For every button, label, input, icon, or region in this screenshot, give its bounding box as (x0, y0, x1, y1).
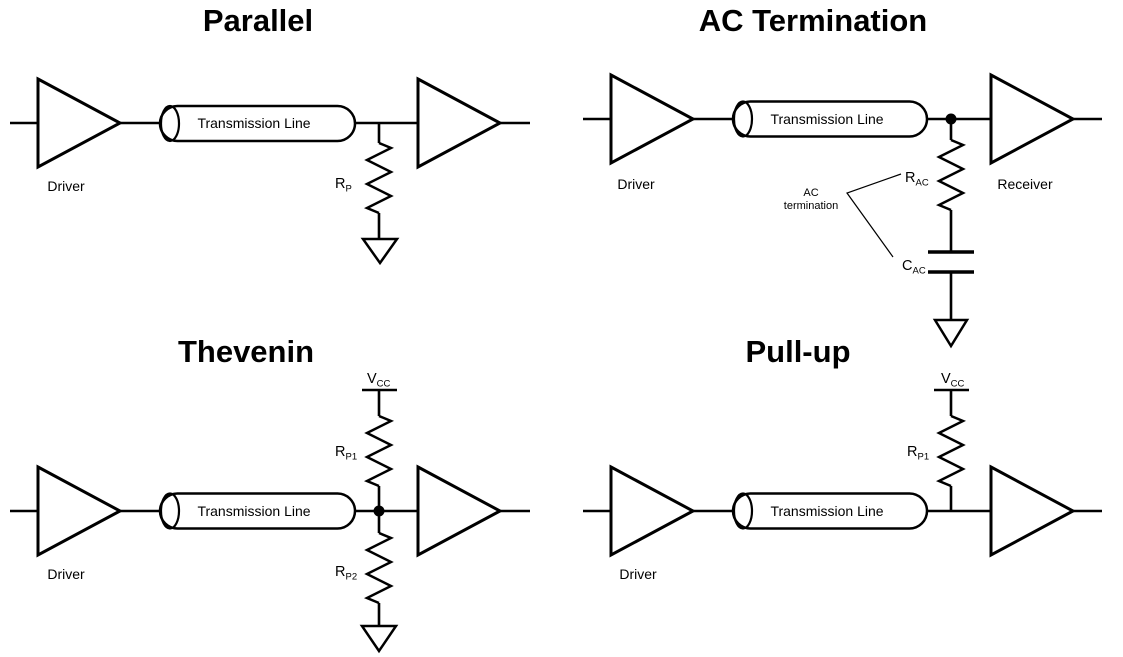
ac-termination-diagram: AC Termination Transmission Line RAC CAC… (583, 3, 1102, 349)
resistor-rp2 (363, 531, 395, 605)
driver-label: Driver (619, 566, 657, 582)
transmission-line-end-cap-icon (732, 492, 754, 530)
driver-buffer-icon (609, 72, 697, 166)
wire (583, 390, 1102, 513)
parallel-diagram: Parallel Transmission Line RP Driver (10, 3, 530, 266)
ac-termination-note-line2: termination (784, 200, 838, 212)
pullup-diagram: Pull-up Transmission Line VCC RP1 Driver (583, 334, 1102, 582)
cac-capacitor-label: CAC (902, 258, 926, 277)
wire (10, 390, 530, 626)
driver-buffer-icon (36, 464, 124, 558)
rp1-resistor-label: RP1 (335, 444, 357, 463)
transmission-line-end-cap-icon (732, 100, 754, 138)
receiver-buffer-icon (416, 464, 504, 558)
transmission-line-end-cap-icon (159, 492, 181, 530)
rp2-resistor-label: RP2 (335, 564, 357, 583)
capacitor-cac-icon (928, 250, 974, 274)
annotation-pointer-lines (846, 173, 902, 258)
rp1-resistor-label: RP1 (907, 444, 929, 463)
wire (10, 121, 530, 239)
junction-dot (945, 113, 957, 125)
driver-buffer-icon (609, 464, 697, 558)
ac-termination-title: AC Termination (699, 3, 928, 38)
vcc-supply-label: VCC (367, 371, 391, 390)
ac-termination-note-line1: AC (803, 187, 818, 199)
receiver-buffer-icon (989, 464, 1077, 558)
resistor-rp1 (935, 414, 967, 488)
wire (583, 117, 1102, 320)
transmission-line-label: Transmission Line (197, 115, 310, 131)
transmission-line-end-cap-icon (159, 104, 181, 143)
parallel-title: Parallel (203, 3, 313, 38)
driver-label: Driver (47, 178, 85, 194)
thevenin-diagram: Thevenin Transmission Line VCC RP1 RP2 D… (10, 334, 530, 654)
vcc-supply-label: VCC (941, 371, 965, 390)
transmission-line-label: Transmission Line (770, 503, 883, 519)
receiver-buffer-icon (416, 76, 504, 170)
transmission-line-label: Transmission Line (197, 503, 310, 519)
ground-symbol (359, 624, 399, 654)
driver-label: Driver (617, 176, 655, 192)
thevenin-title: Thevenin (178, 334, 314, 369)
ground-symbol (360, 237, 400, 266)
pullup-title: Pull-up (745, 334, 850, 369)
driver-label: Driver (47, 566, 85, 582)
transmission-line-label: Transmission Line (770, 111, 883, 127)
ground-symbol (932, 318, 970, 349)
resistor-rp1 (363, 414, 395, 488)
receiver-label: Receiver (997, 176, 1053, 192)
rp-resistor-label: RP (335, 176, 352, 195)
receiver-buffer-icon (989, 72, 1077, 166)
rac-resistor-label: RAC (905, 170, 929, 189)
driver-buffer-icon (36, 76, 124, 170)
resistor-rac (935, 138, 967, 212)
resistor-rp (363, 141, 395, 215)
junction-dot (373, 505, 385, 517)
